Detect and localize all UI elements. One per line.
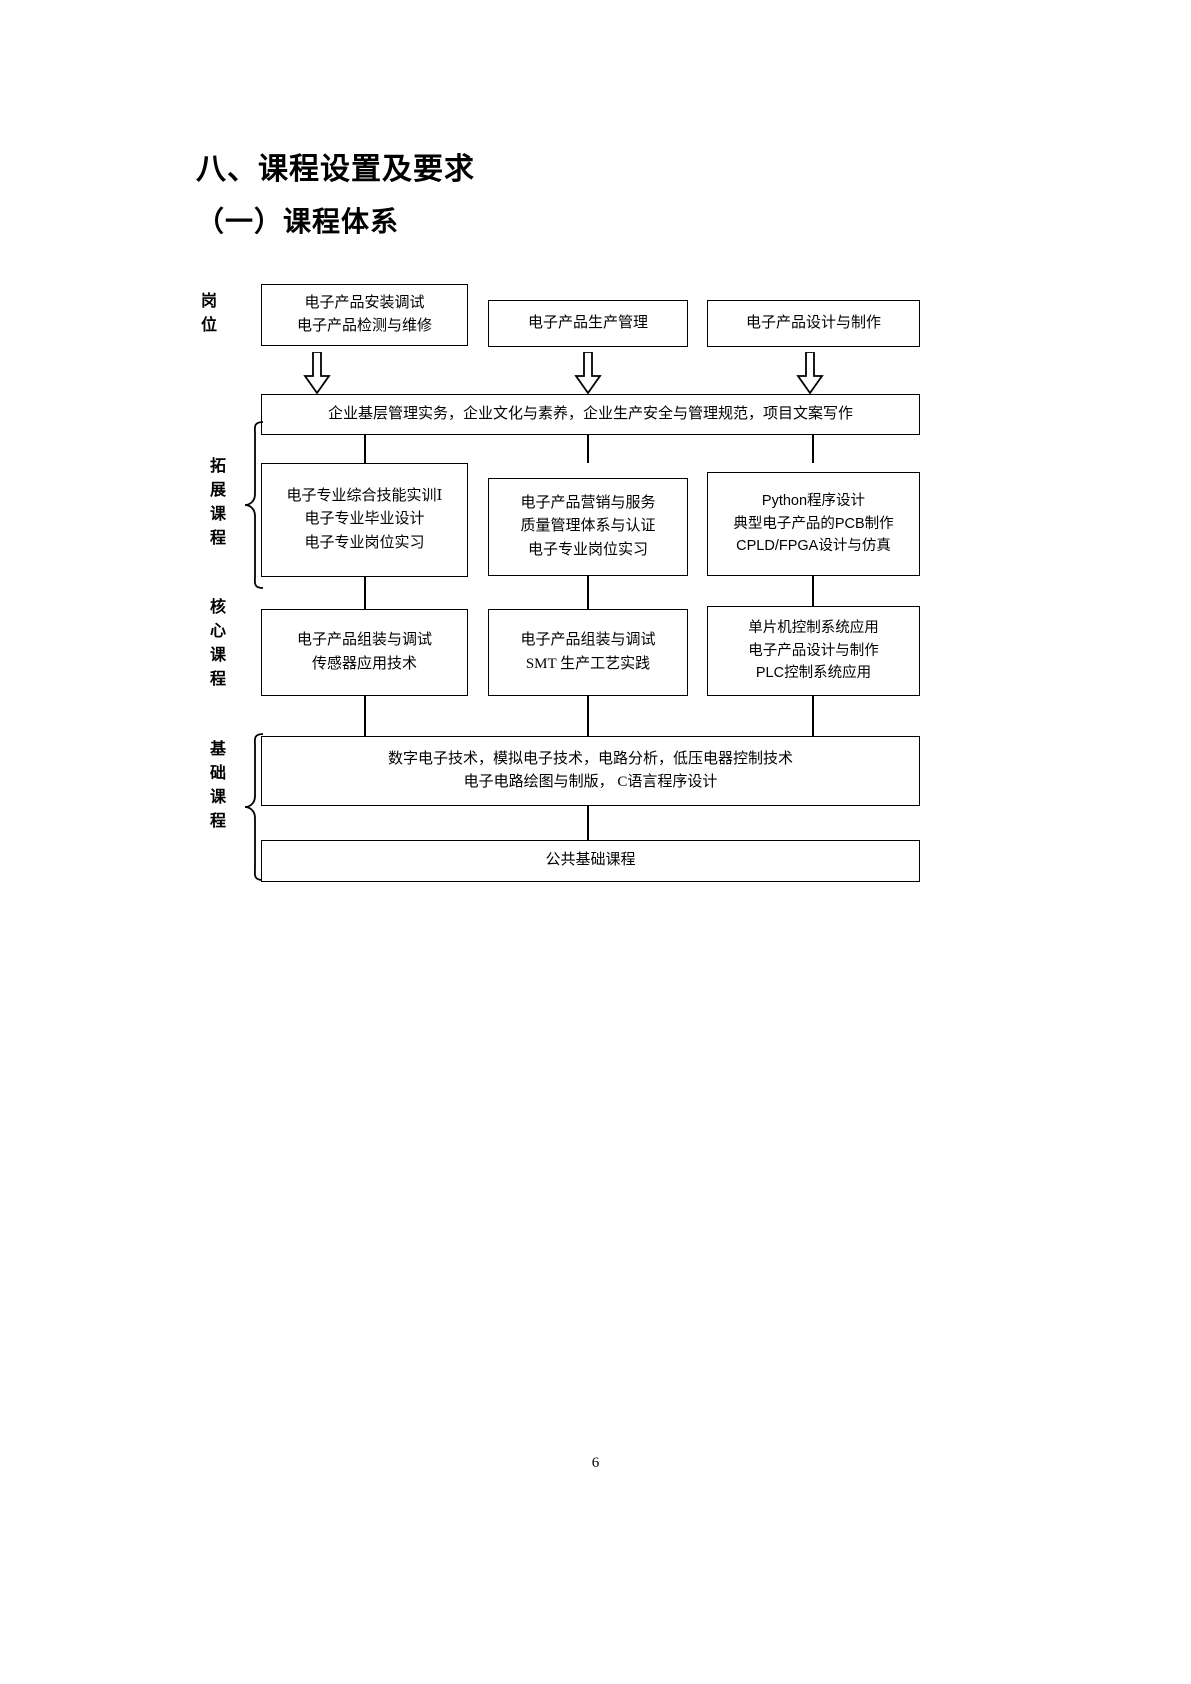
position-box-2: 电子产品生产管理: [488, 300, 688, 347]
enterprise-course-bar: 企业基层管理实务，企业文化与素养，企业生产安全与管理规范，项目文案写作: [261, 394, 920, 435]
position-box-3: 电子产品设计与制作: [707, 300, 920, 347]
connector-ext-3: [812, 435, 814, 463]
row-label-position: 岗 位: [200, 293, 217, 334]
extension-box-1: 电子专业综合技能实训Ⅰ 电子专业毕业设计 电子专业岗位实习: [261, 463, 468, 577]
extension-box-2: 电子产品营销与服务 质量管理体系与认证 电子专业岗位实习: [488, 478, 688, 576]
row-label-extension: 拓 展 课 程: [209, 458, 226, 547]
section-subtitle: （一）课程体系: [196, 206, 400, 237]
page-title: 八、课程设置及要求: [196, 153, 475, 186]
connector-core-1: [364, 577, 366, 609]
core-box-2: 电子产品组装与调试 SMT 生产工艺实践: [488, 609, 688, 696]
connector-found-3: [812, 696, 814, 736]
down-arrow-2: [574, 351, 602, 399]
row-label-core: 核 心 课 程: [209, 599, 226, 688]
connector-ext-2: [587, 435, 589, 463]
extension-box-3: Python程序设计 典型电子产品的PCB制作 CPLD/FPGA设计与仿真: [707, 472, 920, 576]
down-arrow-3: [796, 351, 824, 399]
extension-bracket: [243, 420, 265, 595]
position-box-1: 电子产品安装调试 电子产品检测与维修: [261, 284, 468, 346]
core-box-3: 单片机控制系统应用 电子产品设计与制作 PLC控制系统应用: [707, 606, 920, 696]
page-number: 6: [591, 1455, 600, 1471]
core-box-1: 电子产品组装与调试 传感器应用技术: [261, 609, 468, 696]
down-arrow-1: [303, 351, 331, 399]
connector-found-1: [364, 696, 366, 736]
foundation-course-bar: 数字电子技术，模拟电子技术，电路分析，低压电器控制技术 电子电路绘图与制版， C…: [261, 736, 920, 806]
connector-core-2: [587, 576, 589, 609]
connector-found-2: [587, 696, 589, 736]
public-course-bar: 公共基础课程: [261, 840, 920, 882]
row-label-foundation: 基 础 课 程: [209, 741, 226, 830]
connector-core-3: [812, 576, 814, 606]
foundation-bracket: [243, 732, 265, 887]
connector-ext-1: [364, 435, 366, 463]
connector-public: [587, 806, 589, 840]
